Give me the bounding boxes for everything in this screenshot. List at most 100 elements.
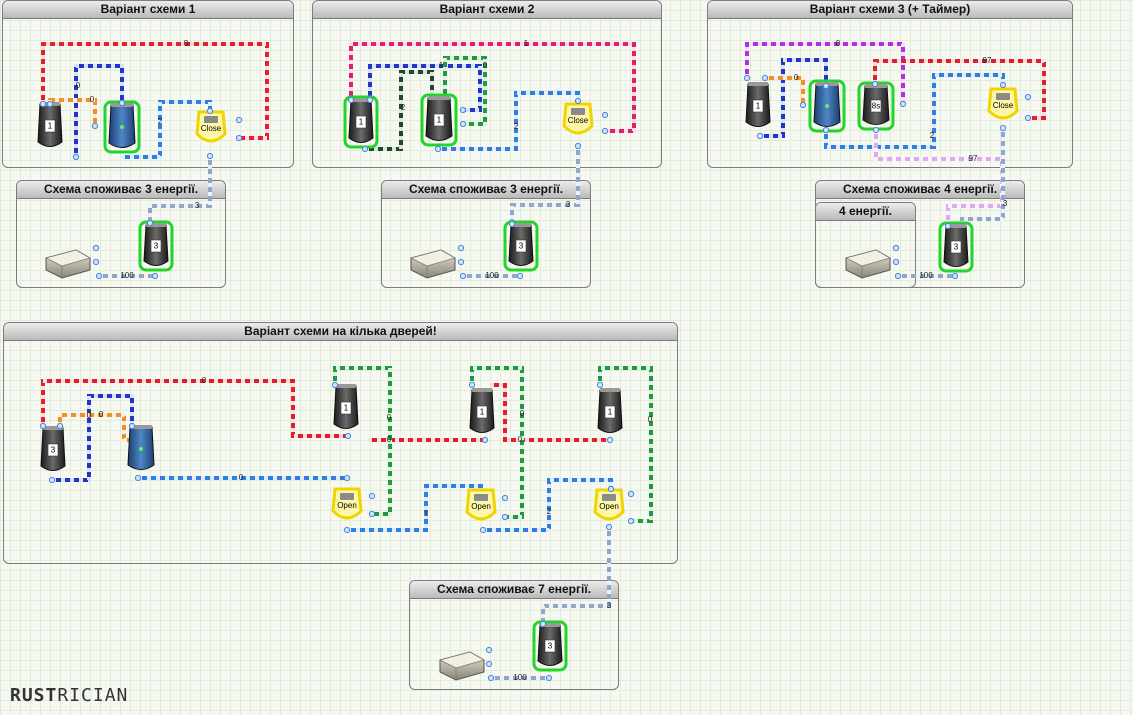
door-close-3[interactable]: Close [987,87,1019,120]
port-icon[interactable] [574,97,582,105]
switch-component-icon[interactable]: 1 [597,388,623,433]
port-icon[interactable] [508,220,516,228]
port-icon[interactable] [46,100,54,108]
port-icon[interactable] [56,422,64,430]
port-icon[interactable] [481,436,489,444]
port-icon[interactable] [1024,93,1032,101]
port-icon[interactable] [761,74,769,82]
port-icon[interactable] [627,517,635,525]
door-open-1[interactable]: Open [331,487,363,520]
door-close-1[interactable]: Close [195,110,227,143]
port-icon[interactable] [601,127,609,135]
port-icon[interactable] [235,116,243,124]
port-icon[interactable] [951,272,959,280]
port-icon[interactable] [459,272,467,280]
port-icon[interactable] [91,122,99,130]
port-icon[interactable] [39,100,47,108]
port-icon[interactable] [545,674,553,682]
port-icon[interactable] [368,492,376,500]
port-icon[interactable] [944,222,952,230]
switch-component-icon[interactable]: 3 [938,221,974,273]
port-icon[interactable] [501,494,509,502]
port-icon[interactable] [361,145,369,153]
battery-icon[interactable] [844,249,892,279]
port-icon[interactable] [756,132,764,140]
port-icon[interactable] [235,134,243,142]
battery-icon[interactable] [44,249,92,279]
port-icon[interactable] [487,674,495,682]
port-icon[interactable] [366,96,374,104]
port-icon[interactable] [206,107,214,115]
port-icon[interactable] [822,126,830,134]
port-icon[interactable] [596,381,604,389]
switch-component-icon[interactable]: 3 [532,620,568,672]
port-icon[interactable] [457,244,465,252]
port-icon[interactable] [118,99,126,107]
port-icon[interactable] [347,96,355,104]
port-icon[interactable] [799,101,807,109]
port-icon[interactable] [468,381,476,389]
port-icon[interactable] [501,513,509,521]
port-icon[interactable] [331,381,339,389]
port-icon[interactable] [343,474,351,482]
port-icon[interactable] [607,485,615,493]
port-icon[interactable] [92,258,100,266]
switch-component-icon[interactable]: 1 [333,384,359,429]
battery-icon[interactable] [409,249,457,279]
port-icon[interactable] [872,126,880,134]
port-icon[interactable] [128,422,136,430]
blue-component-icon[interactable] [808,79,846,133]
port-icon[interactable] [892,258,900,266]
port-icon[interactable] [485,646,493,654]
port-icon[interactable] [999,81,1007,89]
port-icon[interactable] [627,490,635,498]
port-icon[interactable] [206,152,214,160]
switch-component-icon[interactable]: 1 [745,82,771,127]
port-icon[interactable] [999,124,1007,132]
switch-component-icon[interactable]: 3 [138,220,174,272]
port-icon[interactable] [457,258,465,266]
port-icon[interactable] [39,422,47,430]
switch-component-icon[interactable]: 1 [420,93,458,147]
battery-icon[interactable] [438,651,486,681]
port-icon[interactable] [72,153,80,161]
port-icon[interactable] [822,82,830,90]
port-icon[interactable] [606,436,614,444]
switch-component-icon[interactable]: 1 [343,95,379,149]
port-icon[interactable] [516,272,524,280]
port-icon[interactable] [894,272,902,280]
switch-component-icon[interactable]: 1 [37,102,63,147]
port-icon[interactable] [146,219,154,227]
port-icon[interactable] [605,523,613,531]
switch-component-icon[interactable]: 8s [857,81,895,131]
port-icon[interactable] [539,620,547,628]
port-icon[interactable] [92,244,100,252]
port-icon[interactable] [459,106,467,114]
switch-component-icon[interactable]: 1 [469,388,495,433]
port-icon[interactable] [343,526,351,534]
port-icon[interactable] [871,80,879,88]
switch-component-icon[interactable]: 3 [40,426,66,471]
port-icon[interactable] [601,111,609,119]
door-open-3[interactable]: Open [593,488,625,521]
port-icon[interactable] [743,74,751,82]
port-icon[interactable] [1024,114,1032,122]
blue-component-icon[interactable] [127,425,155,470]
port-icon[interactable] [344,432,352,440]
door-open-2[interactable]: Open [465,488,497,521]
port-icon[interactable] [892,244,900,252]
switch-component-icon[interactable]: 3 [503,220,539,272]
port-icon[interactable] [151,272,159,280]
port-icon[interactable] [48,476,56,484]
port-icon[interactable] [459,120,467,128]
port-icon[interactable] [899,100,907,108]
blue-component-icon[interactable] [103,100,141,154]
port-icon[interactable] [479,526,487,534]
port-icon[interactable] [368,510,376,518]
port-icon[interactable] [574,142,582,150]
port-icon[interactable] [485,660,493,668]
door-close-2[interactable]: Close [562,102,594,135]
port-icon[interactable] [434,145,442,153]
port-icon[interactable] [134,474,142,482]
port-icon[interactable] [95,272,103,280]
